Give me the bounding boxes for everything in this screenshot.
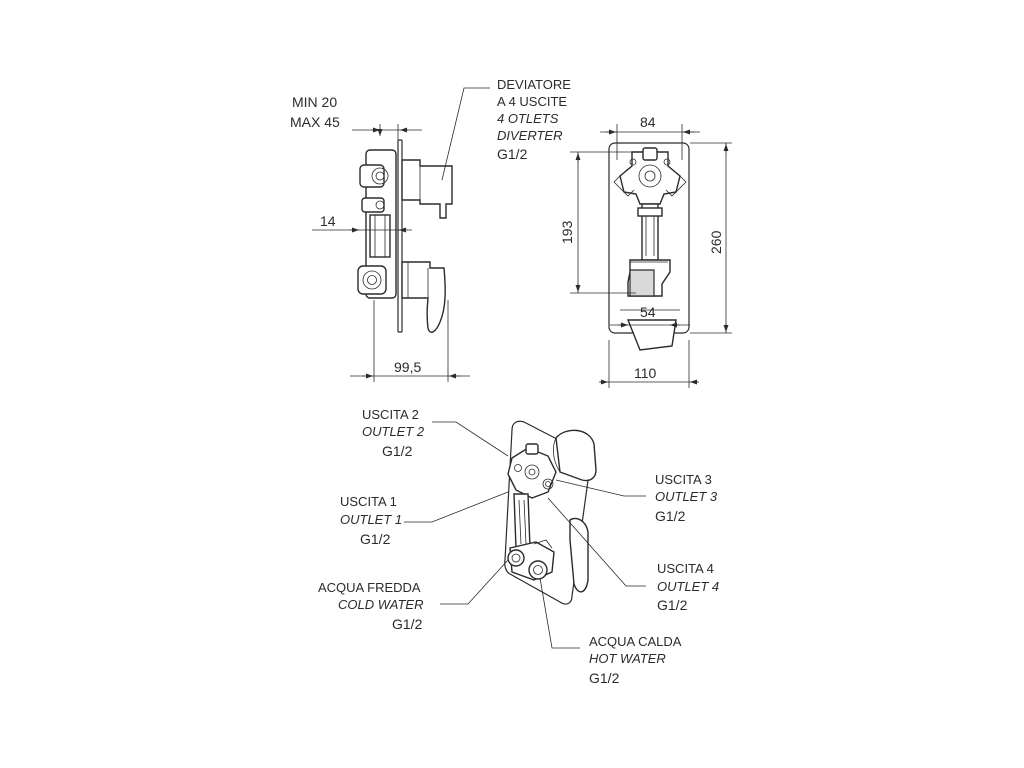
outlet1-label-it: USCITA 1 bbox=[340, 494, 397, 509]
dim-110-label: 110 bbox=[634, 365, 657, 381]
dim-193-label: 193 bbox=[559, 220, 575, 244]
side-upper-port-ring bbox=[371, 167, 389, 185]
outlet2-thread: G1/2 bbox=[382, 443, 413, 459]
dim-14-label: 14 bbox=[320, 213, 336, 229]
front-diverter-star bbox=[613, 147, 687, 205]
outlet3-thread: G1/2 bbox=[655, 508, 686, 524]
side-lower-port bbox=[357, 265, 387, 295]
outlet2-leader bbox=[432, 421, 509, 457]
diverter-leader bbox=[441, 87, 490, 181]
iso-rear-knob bbox=[555, 429, 597, 482]
iso-diverter-head bbox=[507, 443, 557, 499]
diverter-label-en-2: DIVERTER bbox=[497, 128, 563, 143]
iso-hot-port bbox=[528, 560, 548, 580]
cold-label-en: COLD WATER bbox=[338, 597, 423, 612]
hot-label-it: ACQUA CALDA bbox=[589, 634, 682, 649]
outlet4-label-en: OUTLET 4 bbox=[657, 579, 719, 594]
outlet1-leader bbox=[404, 491, 509, 523]
outlet4-label-it: USCITA 4 bbox=[657, 561, 714, 576]
dim-54-label: 54 bbox=[640, 304, 656, 320]
side-riser-pipe bbox=[369, 214, 391, 258]
outlet3-label-en: OUTLET 3 bbox=[655, 489, 718, 504]
side-view: MIN 20 MAX 45 14 99,5 DEVIATORE A 4 USCI… bbox=[290, 77, 571, 382]
diverter-label-it-2: A 4 USCITE bbox=[497, 94, 567, 109]
outlet4-thread: G1/2 bbox=[657, 597, 688, 613]
iso-cover-plate bbox=[504, 420, 591, 605]
front-view: 84 193 260 54 110 bbox=[559, 114, 732, 388]
front-lever bbox=[626, 319, 677, 351]
dim-260-label: 260 bbox=[708, 230, 724, 254]
iso-cold-port bbox=[507, 549, 525, 567]
depth-max-label: MAX 45 bbox=[290, 114, 340, 130]
outlet4-leader bbox=[547, 497, 646, 587]
cold-label-it: ACQUA FREDDA bbox=[318, 580, 421, 595]
diverter-label-en: 4 OTLETS bbox=[497, 111, 559, 126]
outlet3-leader bbox=[555, 479, 646, 497]
cold-thread: G1/2 bbox=[392, 616, 423, 632]
hot-thread: G1/2 bbox=[589, 670, 620, 686]
iso-riser-pipe bbox=[513, 493, 531, 549]
outlet2-label-it: USCITA 2 bbox=[362, 407, 419, 422]
diverter-thread: G1/2 bbox=[497, 146, 528, 162]
hot-label-en: HOT WATER bbox=[589, 651, 666, 666]
outlet2-label-en: OUTLET 2 bbox=[362, 424, 425, 439]
iso-lever bbox=[569, 517, 589, 593]
dim-99-5-label: 99,5 bbox=[394, 359, 421, 375]
diverter-label-it: DEVIATORE bbox=[497, 77, 571, 92]
outlet1-thread: G1/2 bbox=[360, 531, 391, 547]
cold-leader bbox=[440, 559, 509, 605]
dim-84-label: 84 bbox=[640, 114, 656, 130]
outlet3-label-it: USCITA 3 bbox=[655, 472, 712, 487]
outlet1-label-en: OUTLET 1 bbox=[340, 512, 402, 527]
depth-min-label: MIN 20 bbox=[292, 94, 337, 110]
side-lever-handle bbox=[401, 261, 446, 333]
hot-leader bbox=[539, 577, 580, 649]
iso-view: USCITA 2 OUTLET 2 G1/2 USCITA 1 OUTLET 1… bbox=[318, 407, 719, 686]
